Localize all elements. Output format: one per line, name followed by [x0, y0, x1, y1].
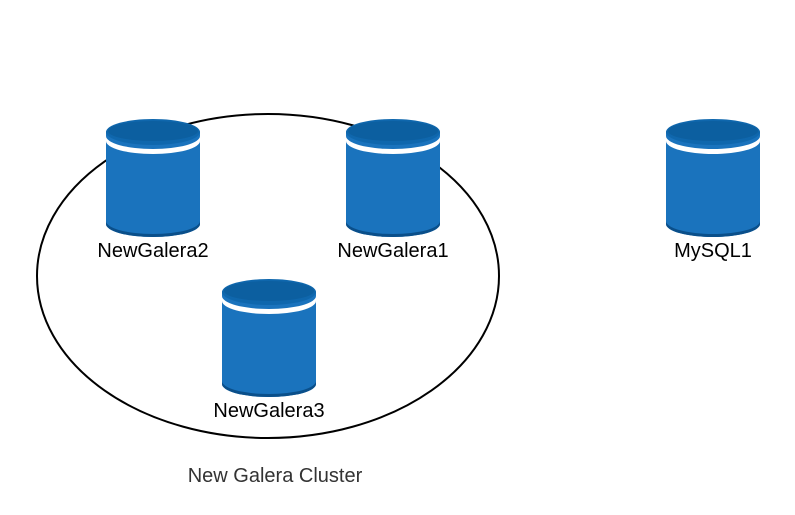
database-cylinder-icon	[666, 119, 760, 237]
cluster-label: New Galera Cluster	[188, 465, 363, 487]
node-label-newgalera1: NewGalera1	[337, 240, 448, 262]
node-label-newgalera3: NewGalera3	[213, 400, 324, 422]
database-cylinder-icon	[106, 119, 200, 237]
database-cylinder-icon	[222, 279, 316, 397]
node-newgalera2[interactable]: NewGalera2	[97, 119, 209, 262]
database-cylinder-icon	[346, 119, 440, 237]
node-newgalera1[interactable]: NewGalera1	[337, 119, 449, 262]
node-mysql1[interactable]: MySQL1	[666, 119, 760, 262]
node-newgalera3[interactable]: NewGalera3	[213, 279, 325, 422]
node-label-mysql1: MySQL1	[674, 240, 752, 262]
cluster-boundary	[36, 113, 500, 439]
node-label-newgalera2: NewGalera2	[97, 240, 208, 262]
